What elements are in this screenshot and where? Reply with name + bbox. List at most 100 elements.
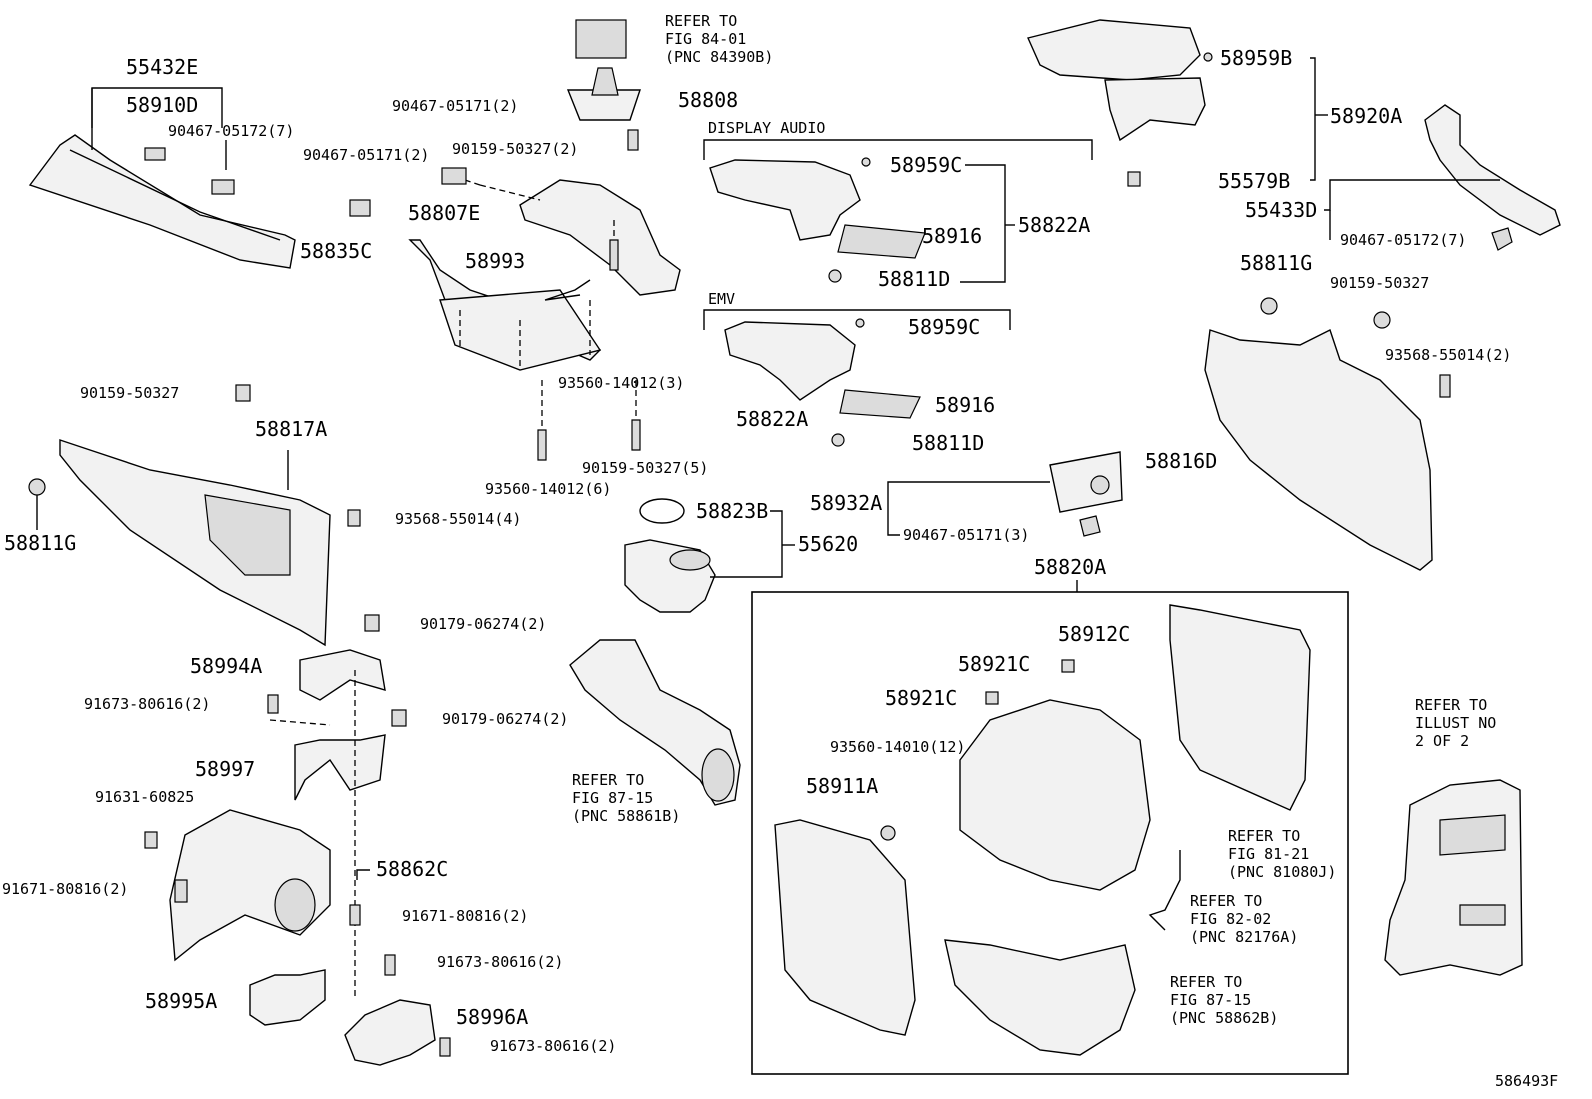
- figure-id: 586493F: [1495, 1072, 1558, 1090]
- part-58807e-console-upper: [349, 167, 681, 296]
- label-90467-05172-b: 90467-05172(7): [1340, 231, 1466, 249]
- label-58997: 58997: [195, 757, 255, 781]
- part-emv-lid: [724, 318, 921, 447]
- label-93568-55014-b: 93568-55014(2): [1385, 346, 1511, 364]
- label-58822a-b: 58822A: [736, 407, 808, 431]
- label-58910d: 58910D: [126, 93, 198, 117]
- label-90467-05172: 90467-05172(7): [168, 122, 294, 140]
- label-58959c-a: 58959C: [890, 153, 962, 177]
- label-58916-a: 58916: [922, 224, 982, 248]
- label-58822a-a: 58822A: [1018, 213, 1090, 237]
- part-brackets-left: [144, 614, 451, 1066]
- label-90159-50327-a: 90159-50327(2): [452, 140, 578, 158]
- section-display-audio: DISPLAY AUDIO: [708, 119, 825, 137]
- reference-notes: REFER TO FIG 84-01 (PNC 84390B) REFER TO…: [572, 12, 1496, 1027]
- part-rear-vent-console: [1384, 779, 1523, 976]
- svg-text:FIG 84-01: FIG 84-01: [665, 30, 746, 48]
- label-55432e: 55432E: [126, 55, 198, 79]
- label-58959c-b: 58959C: [908, 315, 980, 339]
- label-58993: 58993: [465, 249, 525, 273]
- label-91673-80616-c: 91673-80616(2): [490, 1037, 616, 1055]
- leader-lines: [36, 57, 1500, 880]
- svg-text:FIG 87-15: FIG 87-15: [572, 789, 653, 807]
- svg-text:FIG 82-02: FIG 82-02: [1190, 910, 1271, 928]
- label-90159-50327-b: 90159-50327(5): [582, 459, 708, 477]
- label-93568-55014-a: 93568-55014(4): [395, 510, 521, 528]
- label-58820a: 58820A: [1034, 555, 1106, 579]
- label-58823b: 58823B: [696, 499, 768, 523]
- part-58835c-trim: [408, 239, 602, 371]
- label-55433d: 55433D: [1245, 198, 1317, 222]
- svg-text:REFER TO: REFER TO: [1415, 696, 1487, 714]
- part-58816d-side-panel: [1204, 297, 1451, 571]
- part-55620-cup-holder: [624, 498, 716, 613]
- label-58996a: 58996A: [456, 1005, 528, 1029]
- part-58820a-console-box: [751, 591, 1349, 1075]
- reference-note-58861b: REFER TO FIG 87-15 (PNC 58861B): [572, 771, 680, 825]
- label-58816d: 58816D: [1145, 449, 1217, 473]
- label-91631-60825: 91631-60825: [95, 788, 194, 806]
- label-55579b: 55579B: [1218, 169, 1290, 193]
- reference-note-84390b: REFER TO FIG 84-01 (PNC 84390B): [665, 12, 773, 66]
- svg-text:(PNC 84390B): (PNC 84390B): [665, 48, 773, 66]
- label-90179-06274-a: 90179-06274(2): [420, 615, 546, 633]
- label-58862c: 58862C: [376, 857, 448, 881]
- part-55432e-panel: [28, 134, 296, 269]
- svg-text:REFER TO: REFER TO: [1190, 892, 1262, 910]
- svg-text:REFER TO: REFER TO: [1228, 827, 1300, 845]
- label-58817a: 58817A: [255, 417, 327, 441]
- label-93560-14010: 93560-14010(12): [830, 738, 965, 756]
- label-55620: 55620: [798, 532, 858, 556]
- section-labels: DISPLAY AUDIO EMV: [708, 119, 825, 308]
- svg-text:(PNC 82176A): (PNC 82176A): [1190, 928, 1298, 946]
- svg-text:REFER TO: REFER TO: [572, 771, 644, 789]
- reference-note-illust: REFER TO ILLUST NO 2 OF 2: [1415, 696, 1496, 750]
- svg-text:ILLUST NO: ILLUST NO: [1415, 714, 1496, 732]
- label-58921c-a: 58921C: [958, 652, 1030, 676]
- label-58811g-right: 58811G: [1240, 251, 1312, 275]
- label-58912c: 58912C: [1058, 622, 1130, 646]
- label-58932a: 58932A: [810, 491, 882, 515]
- label-93560-14012-b: 93560-14012(6): [485, 480, 611, 498]
- svg-text:2 OF 2: 2 OF 2: [1415, 732, 1469, 750]
- label-90159-50327-c: 90159-50327: [80, 384, 179, 402]
- label-58995a: 58995A: [145, 989, 217, 1013]
- svg-text:REFER TO: REFER TO: [1170, 973, 1242, 991]
- svg-text:(PNC 58862B): (PNC 58862B): [1170, 1009, 1278, 1027]
- label-58911a: 58911A: [806, 774, 878, 798]
- part-display-audio-lid: [709, 157, 926, 283]
- svg-text:(PNC 81080J): (PNC 81080J): [1228, 863, 1336, 881]
- part-58932a-panel: [1049, 451, 1123, 537]
- label-93560-14012-a: 93560-14012(3): [558, 374, 684, 392]
- label-58920a: 58920A: [1330, 104, 1402, 128]
- label-91673-80616-a: 91673-80616(2): [84, 695, 210, 713]
- section-emv: EMV: [708, 290, 735, 308]
- label-58807e: 58807E: [408, 201, 480, 225]
- label-90467-05171-b: 90467-05171(2): [303, 146, 429, 164]
- label-58921c-b: 58921C: [885, 686, 957, 710]
- svg-text:REFER TO: REFER TO: [665, 12, 737, 30]
- svg-text:FIG 81-21: FIG 81-21: [1228, 845, 1309, 863]
- part-58920a-armrest: [1027, 19, 1213, 187]
- svg-text:FIG 87-15: FIG 87-15: [1170, 991, 1251, 1009]
- label-58916-b: 58916: [935, 393, 995, 417]
- reference-note-58862b: REFER TO FIG 87-15 (PNC 58862B): [1170, 973, 1278, 1027]
- label-58811g-left: 58811G: [4, 531, 76, 555]
- label-90467-05171-a: 90467-05171(2): [392, 97, 518, 115]
- reference-note-81080j: REFER TO FIG 81-21 (PNC 81080J): [1228, 827, 1336, 881]
- part-screws-center: [537, 220, 641, 461]
- label-91671-80816-a: 91671-80816(2): [2, 880, 128, 898]
- label-58994a: 58994A: [190, 654, 262, 678]
- label-58811d-a: 58811D: [878, 267, 950, 291]
- label-58959b: 58959B: [1220, 46, 1292, 70]
- part-number-labels: 55432E 58910D 90467-05172(7) 90467-05171…: [2, 46, 1511, 1055]
- label-58811d-b: 58811D: [912, 431, 984, 455]
- reference-note-82176a: REFER TO FIG 82-02 (PNC 82176A): [1190, 892, 1298, 946]
- part-55433d-trim: [1424, 104, 1561, 251]
- part-58817a-side-panel: [28, 384, 361, 647]
- label-91673-80616-b: 91673-80616(2): [437, 953, 563, 971]
- part-58808-shift-base: [566, 19, 641, 151]
- label-58808: 58808: [678, 88, 738, 112]
